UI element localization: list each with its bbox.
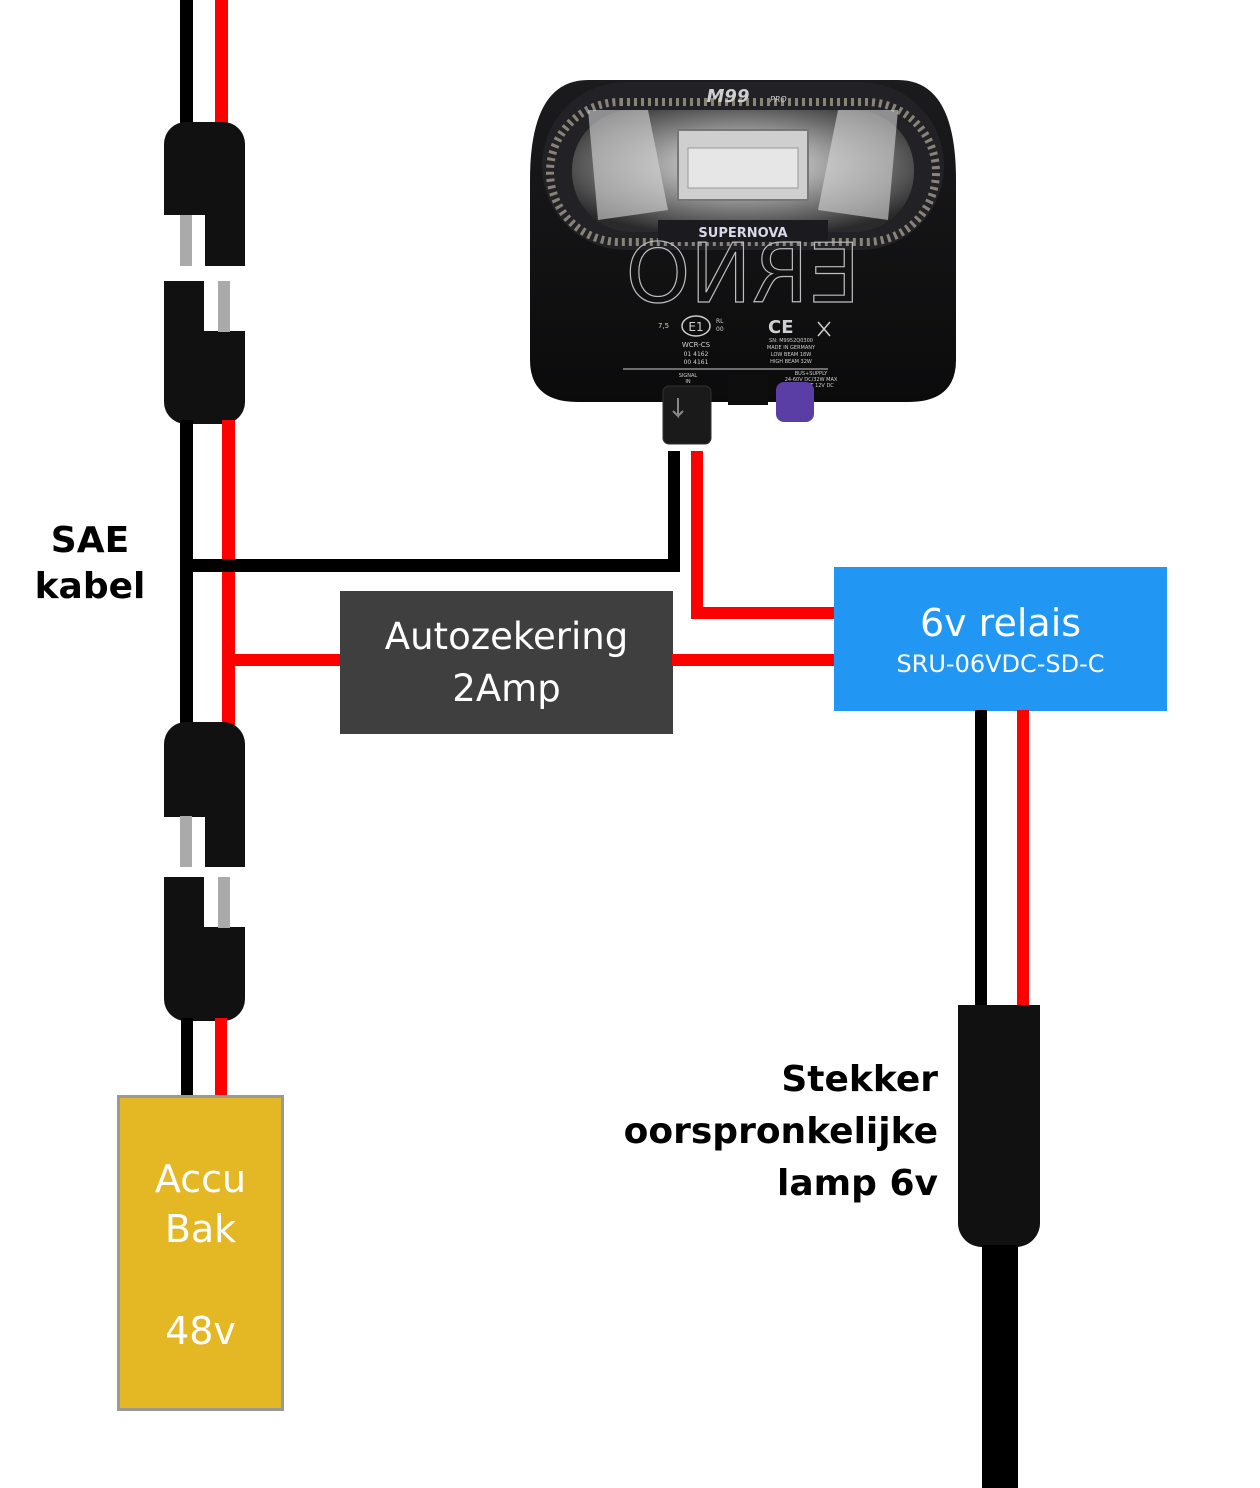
headlamp-marking-high: HIGH BEAM 32W bbox=[770, 359, 812, 365]
original-plug-label: Stekker oorspronkelijke lamp 6v bbox=[560, 1054, 938, 1210]
sae-connector-upper-pin bbox=[180, 215, 192, 266]
headlamp-marking-m1: 7,5 bbox=[658, 322, 669, 330]
headlamp-housing-text: ERNO bbox=[626, 227, 861, 322]
headlamp-model-suffix: PRO bbox=[770, 95, 787, 104]
sae-cable-positive-wire-top bbox=[215, 0, 228, 125]
lamp-negative-wire-horizontal bbox=[190, 559, 680, 572]
sae-connector-lower-pin bbox=[180, 816, 192, 867]
sae-cable-negative-wire-mid bbox=[180, 420, 193, 730]
headlamp-marking-c2: 00 4161 bbox=[684, 359, 709, 366]
fuse-rating: 2Amp bbox=[452, 666, 561, 710]
headlamp-led-module-inner bbox=[687, 147, 799, 189]
headlamp-marking-sig2: IN bbox=[685, 379, 690, 385]
battery-label-line1: Accu bbox=[154, 1157, 247, 1201]
headlamp-marking-rl: RL bbox=[716, 318, 724, 325]
original-lamp-plug bbox=[958, 1005, 1040, 1247]
sae-connector-upper-male bbox=[164, 281, 204, 333]
headlamp-reflector-left-facet bbox=[588, 110, 668, 220]
fuse-output-wire bbox=[672, 654, 836, 666]
headlamp-marking-c1: 01 4162 bbox=[684, 351, 709, 358]
sae-connector-lower-female-tab bbox=[205, 815, 245, 867]
sae-cable-label: SAE kabel bbox=[30, 518, 150, 610]
headlamp-marking-e1: E1 bbox=[688, 320, 703, 334]
sae-connector-upper-female-tab bbox=[205, 214, 245, 266]
headlamp-brand-strip bbox=[658, 220, 828, 242]
signal-in-arrow-icon bbox=[672, 398, 684, 419]
sae-cable-positive-wire-mid bbox=[222, 420, 235, 730]
headlamp-marking-range: 24-60V DC/32W MAX bbox=[785, 377, 838, 383]
original-plug-label-line3: lamp 6v bbox=[777, 1163, 938, 1204]
battery-box: Accu Bak 48v bbox=[117, 1095, 284, 1411]
sae-connector-upper-pin-2 bbox=[218, 281, 230, 332]
supernova-headlamp: M99 PRO SUPERNOVA ERNO 7,5 E1 RL 00 WCR-… bbox=[528, 70, 958, 450]
battery-positive-wire bbox=[215, 1018, 227, 1098]
sae-connector-lower-male bbox=[164, 877, 204, 929]
fuse-label: Autozekering bbox=[384, 614, 629, 658]
headlamp-marking-wcr: WCR-CS bbox=[682, 341, 711, 349]
headlamp-marking-made: MADE IN GERMANY bbox=[767, 345, 816, 351]
bus-supply-connector bbox=[776, 382, 814, 422]
weee-bin-icon bbox=[817, 321, 831, 337]
battery-voltage: 48v bbox=[165, 1309, 236, 1353]
headlamp-marking-rl2: 00 bbox=[716, 326, 724, 333]
headlamp-marking-bus: BUS+SUPPLY bbox=[795, 371, 828, 377]
relay-box: 6v relais SRU-06VDC-SD-C bbox=[834, 567, 1167, 711]
battery-label-line2: Bak bbox=[164, 1207, 237, 1251]
headlamp-model: M99 bbox=[707, 86, 750, 107]
original-plug-label-line1: Stekker bbox=[781, 1059, 938, 1100]
sae-cable-label-line2: kabel bbox=[34, 566, 146, 607]
relay-label: 6v relais bbox=[919, 601, 1082, 645]
headlamp-brand: SUPERNOVA bbox=[698, 226, 787, 241]
battery-negative-wire bbox=[181, 1018, 193, 1098]
sae-connector-upper-male-body bbox=[164, 331, 245, 424]
lamp-positive-wire-vertical bbox=[691, 451, 703, 619]
sae-cable-label-line1: SAE bbox=[50, 520, 130, 561]
original-lamp-cable bbox=[982, 1245, 1018, 1488]
headlamp-marking-sn: SN: M9952Q0300 bbox=[769, 338, 813, 344]
relay-positive-wire bbox=[1017, 710, 1029, 1010]
original-plug-label-line2: oorspronkelijke bbox=[623, 1111, 938, 1152]
headlamp-illustration: M99 PRO SUPERNOVA ERNO 7,5 E1 RL 00 WCR-… bbox=[530, 80, 956, 445]
signal-in-connector bbox=[662, 385, 712, 445]
sae-connector-lower-pin-2 bbox=[218, 877, 230, 928]
headlamp-center-block bbox=[728, 375, 768, 405]
sae-cable-negative-wire-top bbox=[180, 0, 193, 125]
relay-negative-wire bbox=[975, 710, 987, 1010]
lamp-positive-wire-horizontal bbox=[691, 607, 836, 619]
lamp-negative-wire-vertical bbox=[668, 451, 680, 572]
fuse-box: Autozekering 2Amp bbox=[340, 591, 673, 734]
headlamp-marking-low: LOW BEAM 18W bbox=[771, 352, 811, 358]
relay-part-number: SRU-06VDC-SD-C bbox=[896, 650, 1105, 678]
sae-connector-upper-female bbox=[164, 122, 245, 215]
headlamp-marking-sig1: SIGNAL bbox=[679, 373, 698, 379]
sae-connector-lower-male-body bbox=[164, 927, 245, 1021]
headlamp-reflector-right-facet bbox=[818, 110, 898, 220]
headlamp-marking-ce: CE bbox=[768, 317, 794, 338]
fuse-input-wire bbox=[230, 654, 342, 666]
sae-connector-lower-female bbox=[164, 722, 245, 817]
